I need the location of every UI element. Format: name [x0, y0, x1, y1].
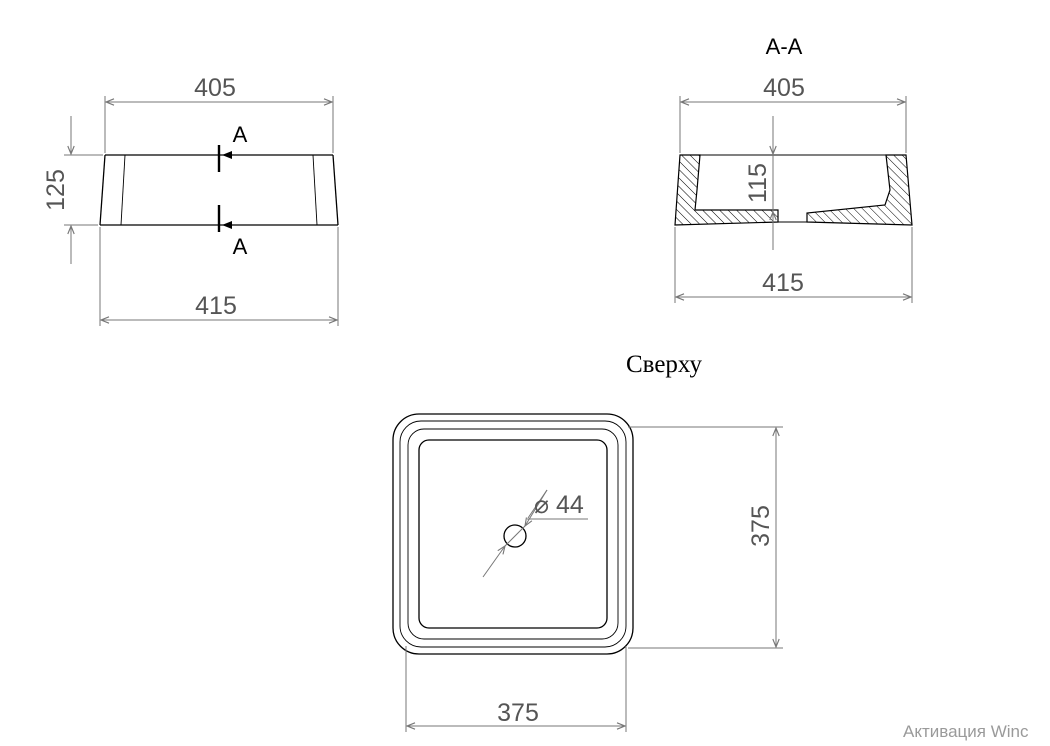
top-view: Сверху ⌀ 44 375: [392, 351, 783, 732]
drain-diameter-label: 44: [556, 491, 584, 519]
top-width-dimension: 375: [405, 646, 627, 732]
front-top-width-dimension: 405: [104, 74, 334, 153]
section-bottom-width-dimension: 415: [674, 227, 913, 303]
top-view-outline: [392, 413, 634, 655]
drain-diameter-dimension: ⌀ 44: [482, 489, 588, 578]
section-depth-label: 115: [744, 163, 772, 203]
top-width-label: 375: [497, 699, 539, 727]
front-bottom-width-dimension: 415: [99, 227, 339, 326]
top-view-title: Сверху: [626, 351, 702, 378]
front-bottom-width-label: 415: [195, 292, 237, 320]
section-depth-dimension: 115: [744, 116, 777, 250]
drain-diameter-symbol: ⌀: [534, 491, 549, 519]
front-height-label: 125: [42, 169, 70, 211]
section-cut-mark-bottom: A: [217, 205, 250, 259]
top-depth-dimension: 375: [628, 426, 783, 649]
front-view: 405 415 125 A A: [42, 74, 339, 326]
section-view: A-A 405 415 115: [674, 34, 913, 303]
section-view-title: A-A: [766, 34, 803, 59]
section-mark-bottom-letter: A: [233, 234, 248, 259]
section-cut-mark-top: A: [217, 122, 250, 172]
drain-hole: [503, 524, 527, 548]
section-mark-top-letter: A: [233, 122, 248, 147]
section-right-wall: [806, 154, 913, 226]
front-height-dimension: 125: [42, 116, 103, 264]
section-top-width-dimension: 405: [679, 74, 907, 153]
section-top-width-label: 405: [763, 74, 805, 102]
activation-watermark: Активация Winc: [903, 722, 1029, 741]
top-depth-label: 375: [747, 505, 775, 547]
front-top-width-label: 405: [194, 74, 236, 102]
section-left-wall: [674, 154, 779, 226]
section-bottom-width-label: 415: [762, 269, 804, 297]
